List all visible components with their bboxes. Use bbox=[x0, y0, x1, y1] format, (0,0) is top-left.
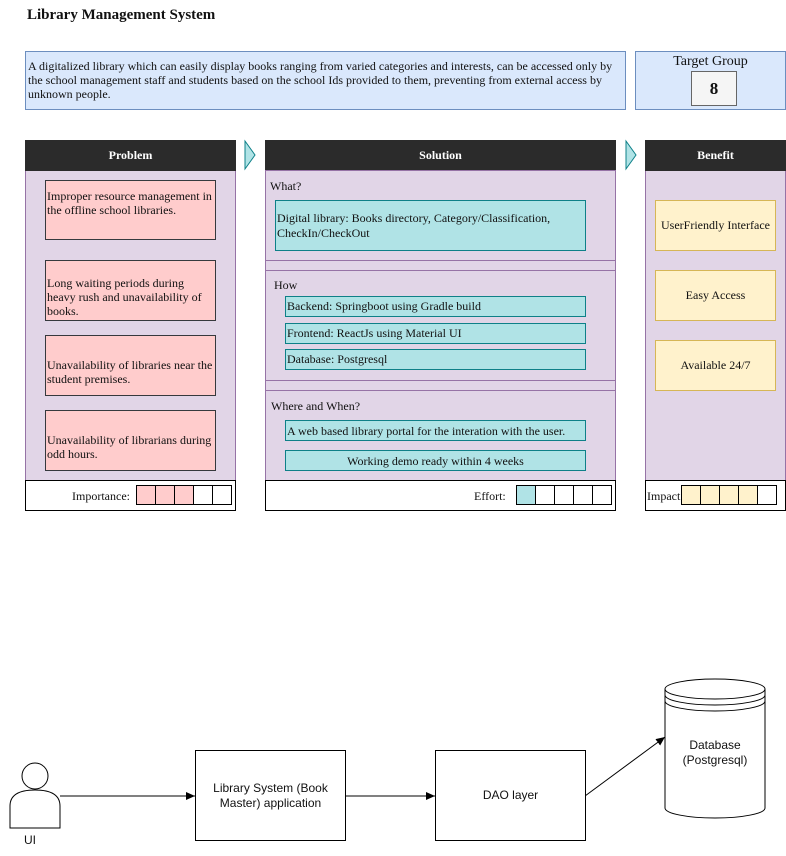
problem-item: Unavailability of libraries near the stu… bbox=[45, 335, 216, 396]
page-title: Library Management System bbox=[27, 7, 216, 23]
where-when-label: Where and When? bbox=[271, 399, 361, 413]
problem-item: Unavailability of librarians during odd … bbox=[45, 410, 216, 471]
database-label: Database (Postgresql) bbox=[682, 738, 748, 767]
impact-rating bbox=[681, 485, 777, 505]
arrow-icon bbox=[244, 139, 256, 171]
problem-item: Long waiting periods during heavy rush a… bbox=[45, 260, 216, 321]
importance-label: Importance: bbox=[72, 489, 130, 503]
effort-label: Effort: bbox=[474, 489, 506, 503]
how-item-database: Database: Postgresql bbox=[285, 349, 586, 370]
benefit-item: Available 24/7 bbox=[655, 340, 776, 391]
rating-cell-empty bbox=[212, 485, 232, 505]
dao-box: DAO layer bbox=[435, 750, 586, 841]
importance-rating bbox=[136, 485, 232, 505]
how-item-backend: Backend: Springboot using Gradle build bbox=[285, 296, 586, 317]
problem-item: Improper resource management in the offl… bbox=[45, 180, 216, 240]
benefit-item: Easy Access bbox=[655, 270, 776, 321]
solution-header: Solution bbox=[265, 140, 616, 171]
where-when-item: Working demo ready within 4 weeks bbox=[285, 450, 586, 471]
description-box: A digitalized library which can easily d… bbox=[25, 51, 626, 110]
rating-cell-empty bbox=[757, 485, 777, 505]
benefit-header: Benefit bbox=[645, 140, 786, 171]
effort-rating bbox=[516, 485, 612, 505]
what-label: What? bbox=[270, 179, 302, 193]
app-box: Library System (Book Master) application bbox=[195, 750, 346, 841]
solution-footer: Effort: bbox=[265, 480, 616, 511]
actor-label: UI bbox=[24, 833, 36, 847]
target-group-value: 8 bbox=[691, 71, 737, 106]
arrow-icon bbox=[625, 139, 637, 171]
arrow-dao-to-db bbox=[584, 736, 666, 797]
how-item-frontend: Frontend: ReactJs using Material UI bbox=[285, 323, 586, 344]
problem-footer: Importance: bbox=[25, 480, 236, 511]
benefit-item: UserFriendly Interface bbox=[655, 200, 776, 251]
where-when-item: A web based library portal for the inter… bbox=[285, 420, 586, 441]
problem-header: Problem bbox=[25, 140, 236, 171]
database-icon bbox=[664, 678, 766, 819]
impact-label: Impact bbox=[647, 489, 681, 503]
what-item: Digital library: Books directory, Catego… bbox=[275, 200, 586, 251]
target-group-label: Target Group bbox=[673, 54, 748, 69]
rating-cell-empty bbox=[592, 485, 612, 505]
target-group-box: Target Group 8 bbox=[635, 51, 786, 110]
user-actor-icon bbox=[9, 762, 61, 829]
how-label: How bbox=[274, 278, 298, 292]
